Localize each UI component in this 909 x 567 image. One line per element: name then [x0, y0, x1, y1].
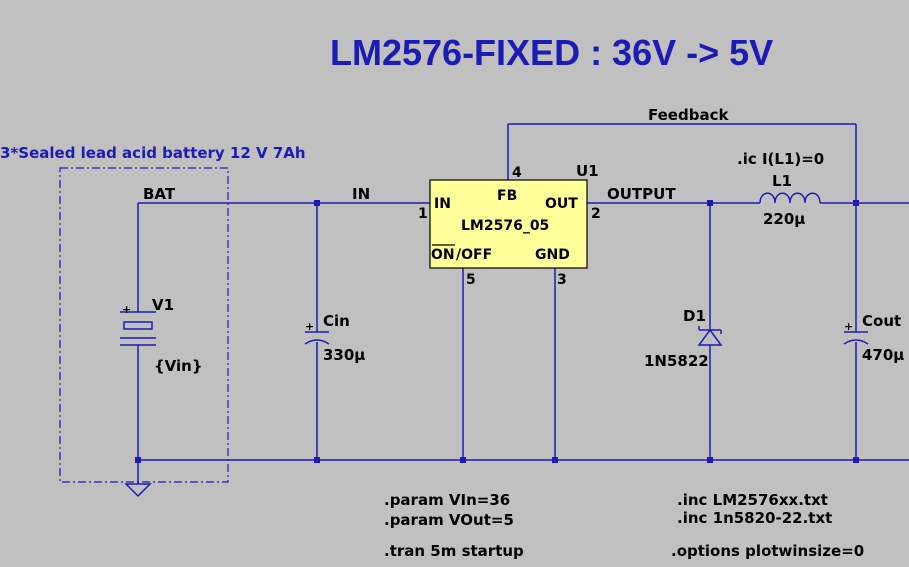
ic-pin-gnd: GND: [535, 247, 570, 263]
directive-inc-1n5820[interactable]: .inc 1n5820-22.txt: [677, 509, 832, 527]
l1-ref: L1: [772, 172, 792, 190]
cin-capacitor[interactable]: +: [304, 320, 330, 345]
directive-param-vin[interactable]: .param VIn=36: [384, 491, 510, 509]
cin-plus: +: [305, 320, 314, 333]
ic-pin-num-5: 5: [466, 272, 476, 288]
cout-ref: Cout: [862, 312, 901, 330]
ic-pin-fb: FB: [497, 188, 517, 204]
directive-inc-lm2576[interactable]: .inc LM2576xx.txt: [677, 491, 828, 509]
junction-dot: [707, 200, 713, 206]
cin-ref: Cin: [323, 312, 350, 330]
junction-dot: [552, 457, 558, 463]
ic-pin-num-4: 4: [512, 165, 522, 181]
junction-dot: [707, 457, 713, 463]
d1-ref: D1: [683, 307, 706, 325]
cout-value: 470µ: [862, 346, 904, 364]
ic-pin-num-1: 1: [418, 206, 428, 222]
net-label-in: IN: [352, 185, 370, 203]
ic-pin-in: IN: [434, 196, 451, 212]
wires: [137, 123, 909, 461]
ic-pin-onoff-rest: /OFF: [456, 247, 492, 263]
junction-dot: [853, 457, 859, 463]
junction-dot: [314, 457, 320, 463]
ic-pin-num-2: 2: [591, 206, 601, 222]
v1-plus: +: [122, 303, 131, 316]
ic-ref: U1: [576, 162, 599, 180]
junction-dot: [853, 200, 859, 206]
ic-body: [429, 179, 588, 269]
ic-pin-num-3: 3: [557, 272, 567, 288]
cin-value: 330µ: [323, 346, 365, 364]
d1-value: 1N5822: [644, 352, 709, 370]
cout-capacitor[interactable]: +: [843, 320, 869, 345]
net-label-feedback: Feedback: [648, 106, 729, 124]
junction-dot: [460, 457, 466, 463]
schematic-title: LM2576-FIXED : 36V -> 5V: [330, 32, 773, 73]
l1-inductor[interactable]: [759, 192, 821, 204]
net-label-bat: BAT: [143, 185, 176, 203]
ground-symbol[interactable]: [124, 460, 152, 498]
ic-part-name: LM2576_05: [461, 218, 549, 234]
cout-plus: +: [844, 320, 853, 333]
net-label-output: OUTPUT: [607, 185, 676, 203]
v1-ref: V1: [152, 296, 174, 314]
l1-ic-directive: .ic I(L1)=0: [737, 150, 824, 168]
ic-pin-onoff-overbar: ON: [431, 247, 455, 263]
ic-u1[interactable]: [429, 179, 588, 269]
ic-pin-out: OUT: [545, 196, 578, 212]
battery-note: 3*Sealed lead acid battery 12 V 7Ah: [0, 144, 306, 162]
v1-value: {Vin}: [154, 357, 203, 375]
directive-options[interactable]: .options plotwinsize=0: [671, 542, 864, 560]
d1-diode[interactable]: [697, 326, 723, 346]
v1-battery[interactable]: +: [120, 303, 156, 346]
l1-value: 220µ: [763, 210, 805, 228]
directive-param-vout[interactable]: .param VOut=5: [384, 511, 514, 529]
directive-tran[interactable]: .tran 5m startup: [384, 542, 524, 560]
battery-group-box: [59, 167, 229, 483]
junction-dot: [314, 200, 320, 206]
